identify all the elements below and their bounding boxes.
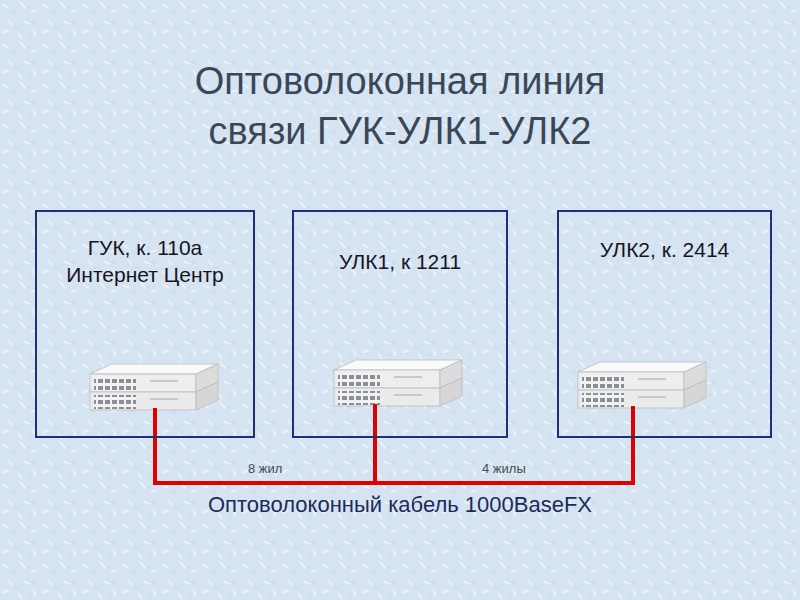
- network-switch: [578, 362, 706, 408]
- room-label: УЛК1, к 1211: [305, 248, 495, 275]
- cable-drop: [153, 408, 157, 438]
- title-block: Оптоволоконная линия связи ГУК-УЛК1-УЛК2: [0, 56, 800, 156]
- room-label: УЛК2, к. 2414: [565, 236, 765, 263]
- caption-block: Оптоволоконный кабель 1000BaseFX: [0, 492, 800, 518]
- title: Оптоволоконная линия связи ГУК-УЛК1-УЛК2: [155, 56, 645, 156]
- room-box: ГУК, к. 110а Интернет Центр: [35, 210, 255, 438]
- fiber-cable: [155, 437, 375, 483]
- room-label: ГУК, к. 110а Интернет Центр: [55, 234, 235, 288]
- cable-drop: [373, 404, 377, 438]
- room-box: УЛК1, к 1211: [292, 210, 508, 438]
- fiber-cable: [375, 437, 633, 483]
- room-box: УЛК2, к. 2414: [557, 210, 772, 438]
- network-switch: [334, 360, 462, 406]
- network-switch: [90, 364, 218, 410]
- edge-label: 4 жилы: [479, 461, 529, 476]
- caption: Оптоволоконный кабель 1000BaseFX: [208, 492, 592, 517]
- edge-label: 8 жил: [245, 461, 285, 476]
- cable-drop: [631, 406, 635, 438]
